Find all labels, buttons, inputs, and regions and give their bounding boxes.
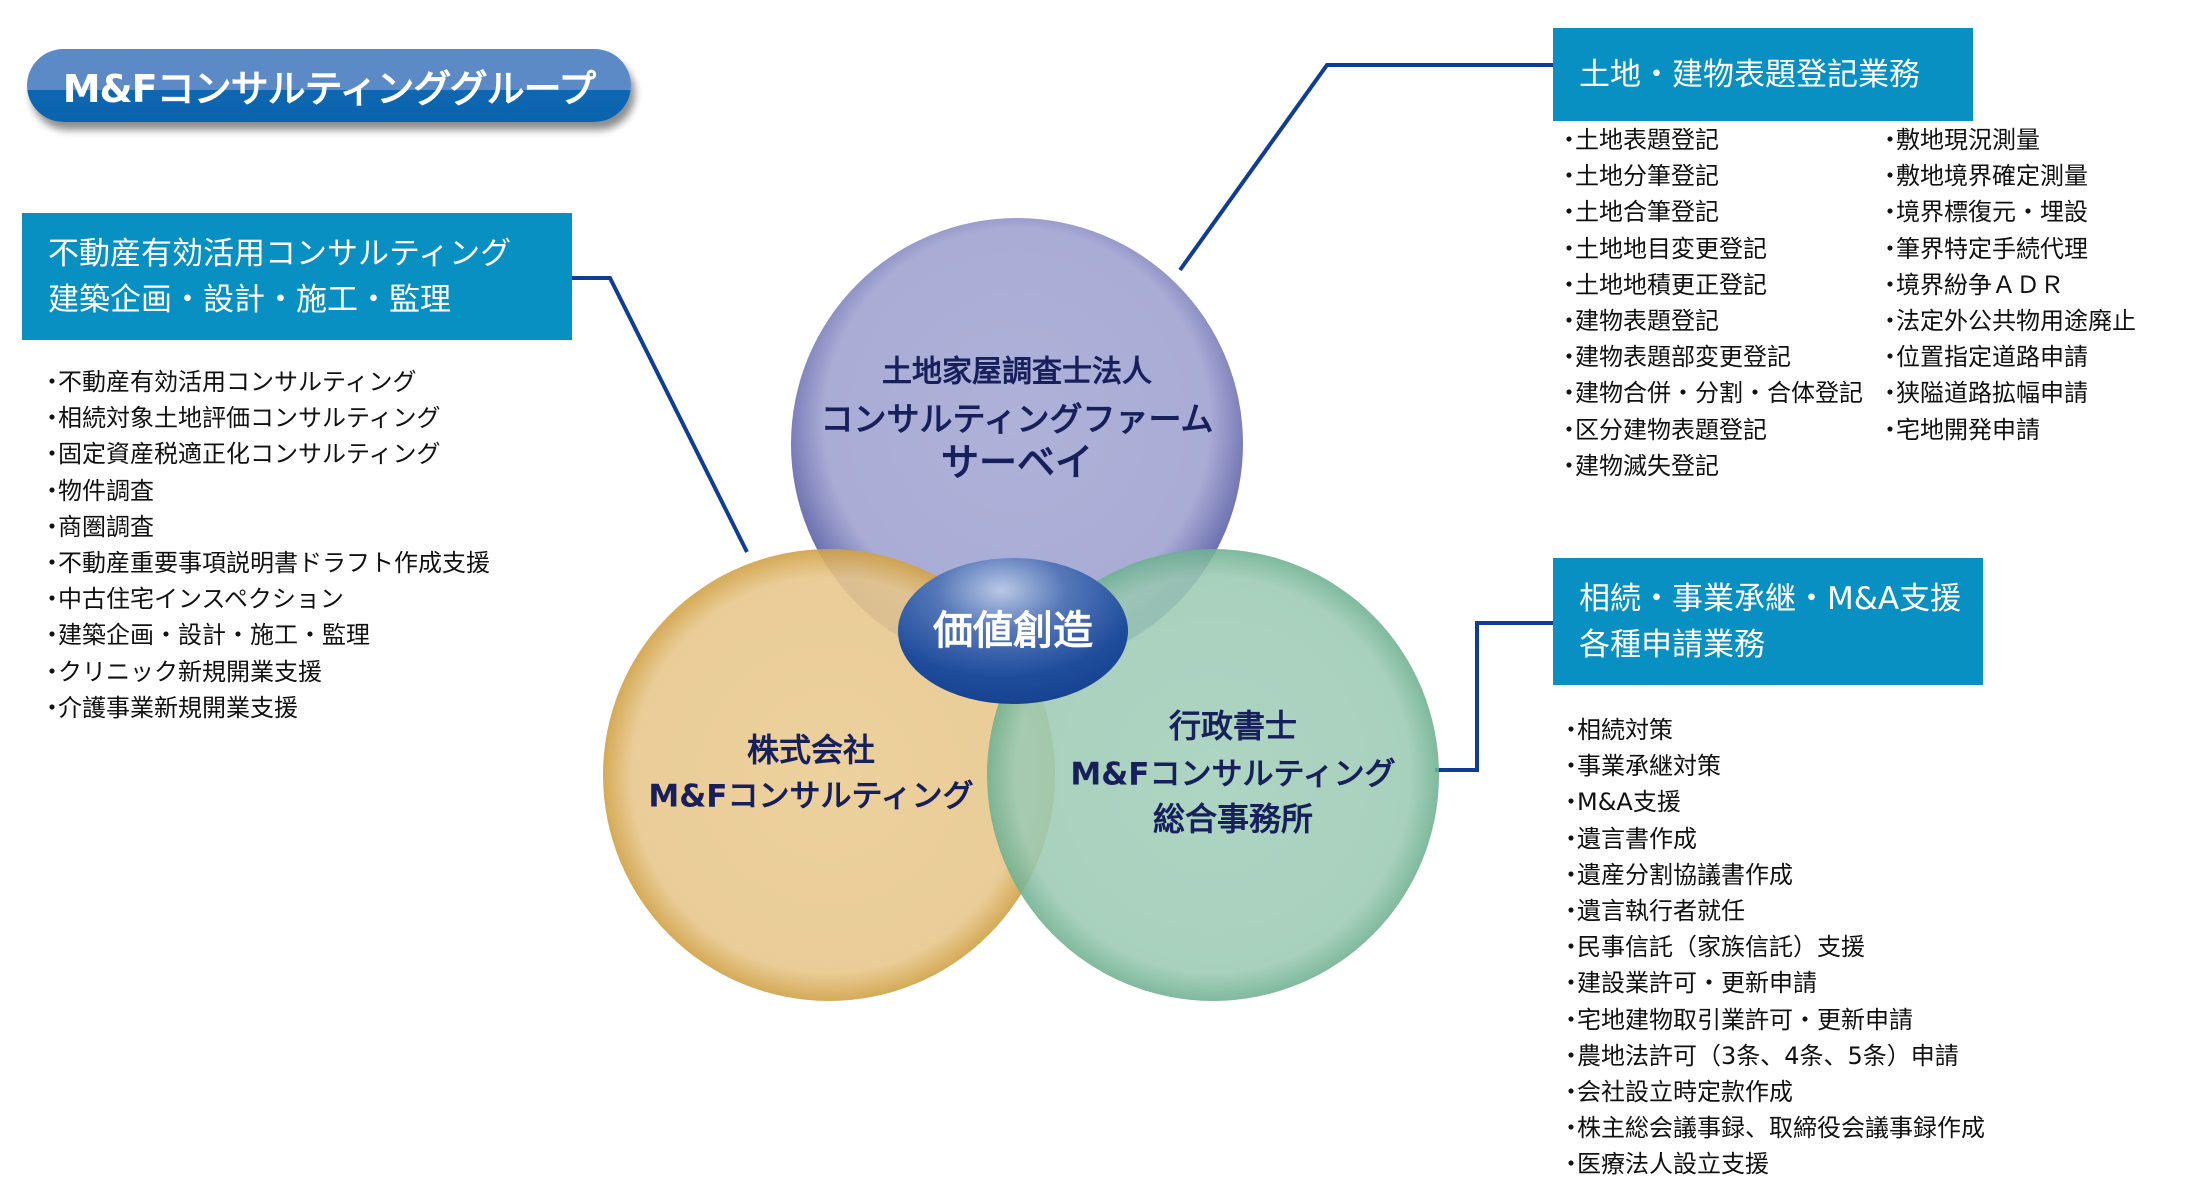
list-item: 宅地開発申請	[1884, 412, 2136, 448]
list-item: 土地分筆登記	[1563, 158, 1863, 194]
list-item: 民事信託（家族信託）支援	[1565, 929, 1985, 965]
group-title: M&Fコンサルティンググループ	[62, 67, 597, 111]
list-item: 固定資産税適正化コンサルティング	[46, 436, 490, 472]
list-item: 法定外公共物用途廃止	[1884, 303, 2136, 339]
survey-firm-line-3: サーベイ	[941, 441, 1093, 485]
registration-heading-line-1: 土地・建物表題登記業務	[1579, 56, 1920, 93]
connector-line-realestate	[572, 276, 749, 553]
list-item: 物件調査	[46, 473, 490, 509]
connector-line-inheritance	[1435, 621, 1553, 772]
circle-survey-firm-label: 土地家屋調査士法人 コンサルティングファーム サーベイ	[820, 355, 1213, 485]
list-item: 境界紛争ＡＤＲ	[1884, 267, 2136, 303]
list-item: 狭隘道路拡幅申請	[1884, 375, 2136, 411]
list-item: 筆界特定手続代理	[1884, 231, 2136, 267]
list-item: 農地法許可（3条、4条、5条）申請	[1565, 1038, 1985, 1074]
list-item: 介護事業新規開業支援	[46, 690, 490, 726]
list-item: 土地地目変更登記	[1563, 231, 1863, 267]
list-item: 事業承継対策	[1565, 748, 1985, 784]
inheritance-service-list: 相続対策 事業承継対策 M&A支援 遺言書作成 遺産分割協議書作成 遺言執行者就…	[1565, 712, 1985, 1182]
list-item: 建物滅失登記	[1563, 448, 1863, 484]
group-title-badge: M&Fコンサルティンググループ	[27, 49, 631, 122]
registration-heading-box: 土地・建物表題登記業務	[1553, 28, 1973, 121]
inheritance-heading-box: 相続・事業承継・M&A支援 各種申請業務	[1553, 558, 1983, 685]
registration-service-list-col1: 土地表題登記 土地分筆登記 土地合筆登記 土地地目変更登記 土地地積更正登記 建…	[1563, 122, 1863, 484]
list-item: 敷地境界確定測量	[1884, 158, 2136, 194]
inheritance-heading-line-2: 各種申請業務	[1579, 626, 1765, 663]
list-item: 建設業許可・更新申請	[1565, 965, 1985, 1001]
list-item: 区分建物表題登記	[1563, 412, 1863, 448]
list-item: 相続対策	[1565, 712, 1985, 748]
list-item: 宅地建物取引業許可・更新申請	[1565, 1002, 1985, 1038]
list-item: 境界標復元・埋設	[1884, 194, 2136, 230]
list-item: 建築企画・設計・施工・監理	[46, 617, 490, 653]
list-item: 遺言書作成	[1565, 821, 1985, 857]
circle-admin-scrivener-label: 行政書士 M&Fコンサルティング 総合事務所	[1070, 707, 1395, 838]
list-item: 建物表題登記	[1563, 303, 1863, 339]
realestate-heading-line-2: 建築企画・設計・施工・監理	[48, 281, 451, 318]
center-value-ellipse	[898, 558, 1128, 704]
connector-line-registration	[1178, 63, 1553, 272]
list-item: M&A支援	[1565, 784, 1985, 820]
list-item: 土地合筆登記	[1563, 194, 1863, 230]
survey-firm-line-1: 土地家屋調査士法人	[882, 355, 1152, 390]
list-item: 土地地積更正登記	[1563, 267, 1863, 303]
mf-consulting-line-1: 株式会社	[747, 731, 875, 769]
survey-firm-line-2: コンサルティングファーム	[820, 400, 1213, 439]
list-item: 遺産分割協議書作成	[1565, 857, 1985, 893]
list-item: 商圏調査	[46, 509, 490, 545]
circle-mf-consulting-label: 株式会社 M&Fコンサルティング	[648, 731, 973, 815]
list-item: 株主総会議事録、取締役会議事録作成	[1565, 1110, 1985, 1146]
registration-service-list-col2: 敷地現況測量 敷地境界確定測量 境界標復元・埋設 筆界特定手続代理 境界紛争ＡＤ…	[1884, 122, 2136, 448]
admin-scrivener-line-2: M&Fコンサルティング	[1070, 757, 1395, 793]
list-item: 会社設立時定款作成	[1565, 1074, 1985, 1110]
list-item: 不動産重要事項説明書ドラフト作成支援	[46, 545, 490, 581]
admin-scrivener-line-3: 総合事務所	[1153, 800, 1313, 838]
inheritance-heading-line-1: 相続・事業承継・M&A支援	[1579, 580, 1962, 617]
list-item: 建物表題部変更登記	[1563, 339, 1863, 375]
list-item: 相続対象土地評価コンサルティング	[46, 400, 490, 436]
realestate-heading-box: 不動産有効活用コンサルティング 建築企画・設計・施工・監理	[22, 213, 572, 340]
list-item: 建物合併・分割・合体登記	[1563, 375, 1863, 411]
admin-scrivener-line-1: 行政書士	[1169, 707, 1297, 745]
realestate-heading-line-1: 不動産有効活用コンサルティング	[48, 235, 512, 272]
list-item: クリニック新規開業支援	[46, 654, 490, 690]
list-item: 中古住宅インスペクション	[46, 581, 490, 617]
realestate-service-list: 不動産有効活用コンサルティング 相続対象土地評価コンサルティング 固定資産税適正…	[46, 364, 490, 726]
center-value-label: 価値創造	[932, 608, 1093, 654]
list-item: 敷地現況測量	[1884, 122, 2136, 158]
circle-survey-firm	[791, 218, 1243, 670]
list-item: 土地表題登記	[1563, 122, 1863, 158]
list-item: 不動産有効活用コンサルティング	[46, 364, 490, 400]
list-item: 遺言執行者就任	[1565, 893, 1985, 929]
list-item: 医療法人設立支援	[1565, 1146, 1985, 1182]
list-item: 位置指定道路申請	[1884, 339, 2136, 375]
mf-consulting-line-2: M&Fコンサルティング	[648, 779, 973, 815]
